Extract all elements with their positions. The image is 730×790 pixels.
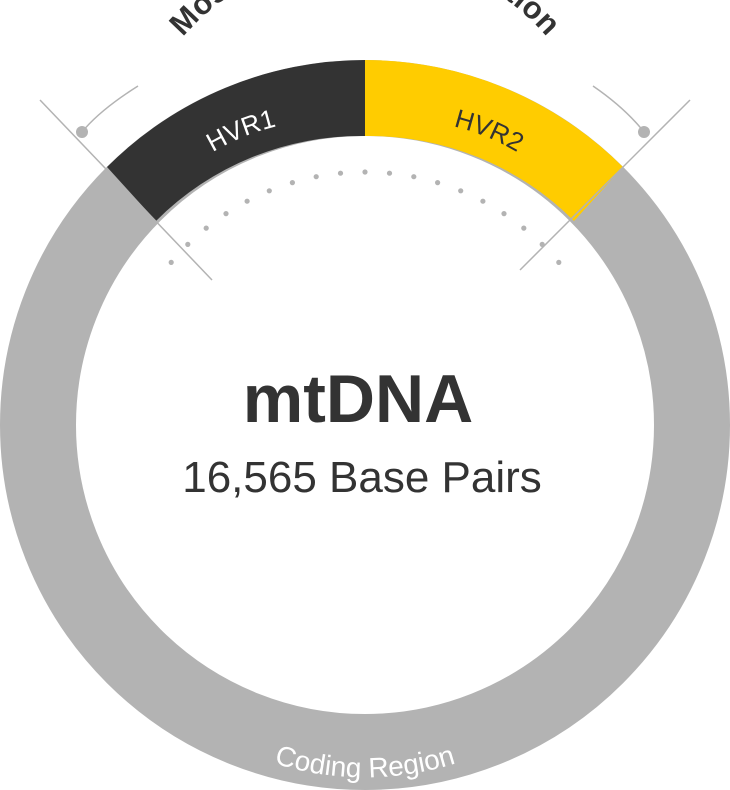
dotted-arc-dot [337, 170, 344, 176]
dotted-arc-dot [411, 174, 417, 180]
dotted-arc-dot [362, 169, 368, 175]
dotted-arc-dot [435, 180, 441, 186]
dotted-arc-dot [244, 198, 250, 204]
header-text: Most Ancestral Information [162, 0, 567, 42]
dotted-arc-dot [289, 180, 295, 186]
dotted-arc-dot [521, 225, 527, 231]
dotted-arc-dot [185, 241, 191, 247]
dotted-arc-dot [539, 241, 545, 247]
dotted-arc-dot [480, 198, 486, 204]
right-bracket-dot [638, 126, 650, 138]
dotted-arc-dot [458, 188, 464, 194]
left-bracket-dot [76, 126, 88, 138]
dotted-arc-dot [313, 174, 319, 180]
dotted-arc-dot [501, 211, 507, 217]
dotted-arc-dot [556, 259, 562, 265]
dotted-arc [168, 169, 562, 265]
hvr1-segment [107, 60, 365, 221]
dotted-arc-dot [266, 188, 272, 194]
right-bracket-line [519, 99, 691, 271]
hvr2-segment [365, 60, 623, 221]
center-title: mtDNA [243, 361, 473, 437]
right-bracket-arc [592, 85, 645, 133]
dotted-arc-dot [386, 170, 393, 176]
dotted-arc-dot [223, 211, 229, 217]
left-bracket-arc [81, 85, 139, 133]
dotted-arc-dot [168, 259, 174, 265]
left-bracket-line [39, 99, 213, 281]
center-subtitle: 16,565 Base Pairs [182, 453, 542, 502]
dotted-arc-dot [203, 225, 209, 231]
